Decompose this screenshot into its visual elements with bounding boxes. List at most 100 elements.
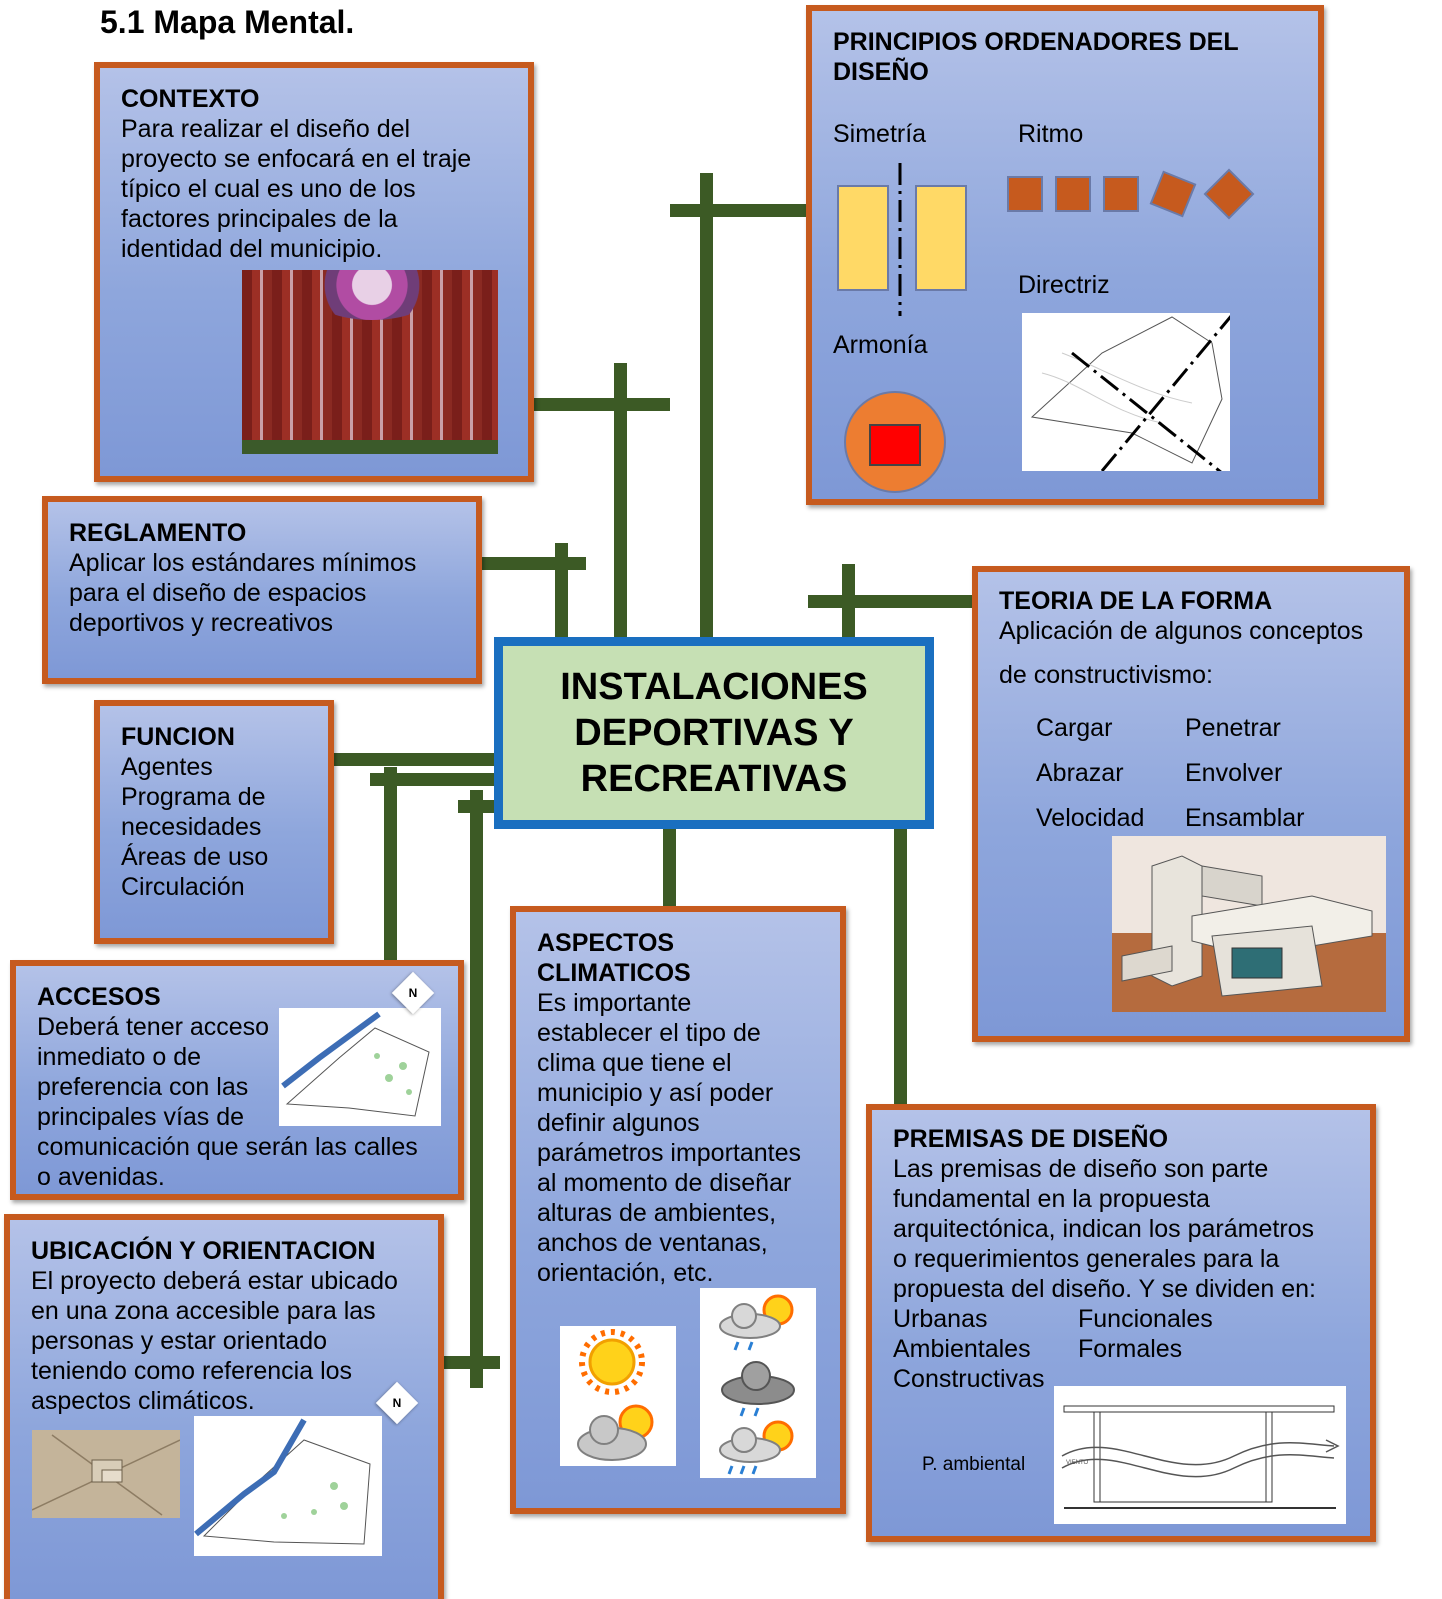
armonia-figure bbox=[844, 391, 946, 493]
accesos-line: principales vías de bbox=[37, 1103, 245, 1131]
principios-box: PRINCIPIOS ORDENADORES DEL DISEÑO Simetr… bbox=[806, 5, 1324, 505]
reglamento-line: para el diseño de espacios bbox=[69, 579, 367, 607]
premisa-type: Formales bbox=[1078, 1335, 1183, 1363]
teoria-concept: Envolver bbox=[1185, 759, 1283, 787]
contexto-line: proyecto se enfocará en el traje bbox=[121, 145, 472, 173]
reglamento-box: REGLAMENTO Aplicar los estándares mínimo… bbox=[42, 496, 482, 684]
principios-heading: PRINCIPIOS ORDENADORES DEL bbox=[833, 28, 1239, 56]
weather-icons-panel bbox=[560, 1326, 676, 1466]
simetria-figure bbox=[837, 163, 967, 316]
aspectos-line: orientación, etc. bbox=[537, 1259, 714, 1287]
aspectos-line: al momento de diseñar bbox=[537, 1169, 792, 1197]
funcion-item: Circulación bbox=[121, 873, 245, 901]
ubicacion-line: personas y estar orientado bbox=[31, 1327, 328, 1355]
reglamento-heading: REGLAMENTO bbox=[69, 519, 247, 547]
funcion-heading: FUNCION bbox=[121, 723, 235, 751]
principios-heading: DISEÑO bbox=[833, 58, 929, 86]
aspectos-line: establecer el tipo de bbox=[537, 1019, 761, 1047]
accesos-heading: ACCESOS bbox=[37, 983, 161, 1011]
funcion-item: Agentes bbox=[121, 753, 213, 781]
orientation-sketch-image bbox=[32, 1430, 180, 1518]
traje-tipico-image bbox=[242, 270, 498, 454]
rain-cloud-icon bbox=[719, 1294, 794, 1351]
accesos-line: preferencia con las bbox=[37, 1073, 249, 1101]
teoria-concept: Abrazar bbox=[1036, 759, 1124, 787]
ventilation-section-image: VIENTO bbox=[1054, 1386, 1346, 1524]
premisas-heading: PREMISAS DE DISEÑO bbox=[893, 1125, 1169, 1153]
partly-cloudy-icon bbox=[577, 1404, 654, 1461]
premisas-line: Las premisas de diseño son parte bbox=[893, 1155, 1269, 1183]
funcion-item: Áreas de uso bbox=[121, 843, 269, 871]
aspectos-heading: ASPECTOS bbox=[537, 929, 675, 957]
contexto-line: Para realizar el diseño del bbox=[121, 115, 411, 143]
aspectos-heading: CLIMATICOS bbox=[537, 959, 691, 987]
rain-cloud-icon bbox=[719, 1420, 794, 1475]
aspectos-line: anchos de ventanas, bbox=[537, 1229, 768, 1257]
ubicacion-line: teniendo como referencia los bbox=[31, 1357, 353, 1385]
teoria-box: TEORIA DE LA FORMA Aplicación de algunos… bbox=[972, 566, 1410, 1042]
central-topic-line: DEPORTIVAS Y bbox=[574, 712, 854, 754]
aspectos-line: municipio y así poder bbox=[537, 1079, 774, 1107]
contexto-line: típico el cual es uno de los bbox=[121, 175, 416, 203]
constructivism-model-image bbox=[1112, 836, 1386, 1012]
premisas-line: fundamental en la propuesta bbox=[893, 1185, 1210, 1213]
funcion-item: necesidades bbox=[121, 813, 262, 841]
funcion-box: FUNCION Agentes Programa de necesidades … bbox=[94, 700, 334, 944]
aspectos-line: definir algunos bbox=[537, 1109, 700, 1137]
premisa-type: Ambientales bbox=[893, 1335, 1031, 1363]
site-plan-image bbox=[194, 1416, 382, 1556]
ubicacion-line: en una zona accesible para las bbox=[31, 1297, 376, 1325]
premisas-box: PREMISAS DE DISEÑO Las premisas de diseñ… bbox=[866, 1104, 1376, 1542]
aspectos-line: parámetros importantes bbox=[537, 1139, 802, 1167]
premisas-line: o requerimientos generales para la bbox=[893, 1245, 1280, 1273]
directriz-label: Directriz bbox=[1018, 271, 1110, 299]
reglamento-line: deportivos y recreativos bbox=[69, 609, 334, 637]
ubicacion-box: UBICACIÓN Y ORIENTACION El proyecto debe… bbox=[4, 1214, 444, 1599]
directriz-plan-image bbox=[1022, 313, 1230, 471]
contexto-line: identidad del municipio. bbox=[121, 235, 383, 263]
ubicacion-heading: UBICACIÓN Y ORIENTACION bbox=[31, 1237, 376, 1265]
aspectos-box: ASPECTOS CLIMATICOS Es importante establ… bbox=[510, 906, 846, 1514]
teoria-concept: Ensamblar bbox=[1185, 804, 1305, 832]
ritmo-figure bbox=[1007, 168, 1255, 220]
aspectos-line: Es importante bbox=[537, 989, 692, 1017]
central-topic: INSTALACIONES DEPORTIVAS Y RECREATIVAS bbox=[494, 637, 934, 829]
simetria-label: Simetría bbox=[833, 120, 927, 148]
aspectos-line: clima que tiene el bbox=[537, 1049, 732, 1077]
teoria-concept: Velocidad bbox=[1036, 804, 1145, 832]
site-plan-image bbox=[279, 1008, 441, 1126]
teoria-concept: Penetrar bbox=[1185, 714, 1281, 742]
north-arrow-icon: N bbox=[391, 971, 435, 1015]
weather-icons-panel bbox=[700, 1288, 816, 1478]
svg-text:VIENTO: VIENTO bbox=[1066, 1460, 1089, 1466]
contexto-box: CONTEXTO Para realizar el diseño del pro… bbox=[94, 62, 534, 482]
storm-cloud-icon bbox=[721, 1361, 795, 1417]
aspectos-line: alturas de ambientes, bbox=[537, 1199, 777, 1227]
reglamento-line: Aplicar los estándares mínimos bbox=[69, 549, 417, 577]
teoria-line: Aplicación de algunos conceptos bbox=[999, 617, 1364, 645]
sun-icon bbox=[579, 1329, 645, 1395]
central-topic-line: RECREATIVAS bbox=[580, 758, 848, 800]
accesos-box: ACCESOS Deberá tener acceso inmediato o … bbox=[10, 960, 464, 1200]
premisas-line: arquitectónica, indican los parámetros bbox=[893, 1215, 1315, 1243]
premisa-type: Funcionales bbox=[1078, 1305, 1213, 1333]
ritmo-label: Ritmo bbox=[1018, 120, 1084, 148]
ubicacion-line: aspectos climáticos. bbox=[31, 1387, 255, 1415]
teoria-heading: TEORIA DE LA FORMA bbox=[999, 587, 1273, 615]
funcion-item: Programa de bbox=[121, 783, 266, 811]
premisa-type: Urbanas bbox=[893, 1305, 988, 1333]
teoria-concept: Cargar bbox=[1036, 714, 1113, 742]
armonia-label: Armonía bbox=[833, 331, 928, 359]
premisa-caption: P. ambiental bbox=[922, 1454, 1026, 1475]
accesos-line: Deberá tener acceso bbox=[37, 1013, 270, 1041]
premisa-type: Constructivas bbox=[893, 1365, 1045, 1393]
contexto-heading: CONTEXTO bbox=[121, 85, 260, 113]
ubicacion-line: El proyecto deberá estar ubicado bbox=[31, 1267, 398, 1295]
page-title: 5.1 Mapa Mental. bbox=[100, 4, 355, 40]
north-arrow-icon: N bbox=[375, 1381, 419, 1425]
accesos-line: inmediato o de bbox=[37, 1043, 202, 1071]
central-topic-line: INSTALACIONES bbox=[560, 666, 868, 708]
accesos-line: comunicación que serán las calles bbox=[37, 1133, 418, 1161]
contexto-line: factores principales de la bbox=[121, 205, 398, 233]
accesos-line: o avenidas. bbox=[37, 1163, 165, 1191]
